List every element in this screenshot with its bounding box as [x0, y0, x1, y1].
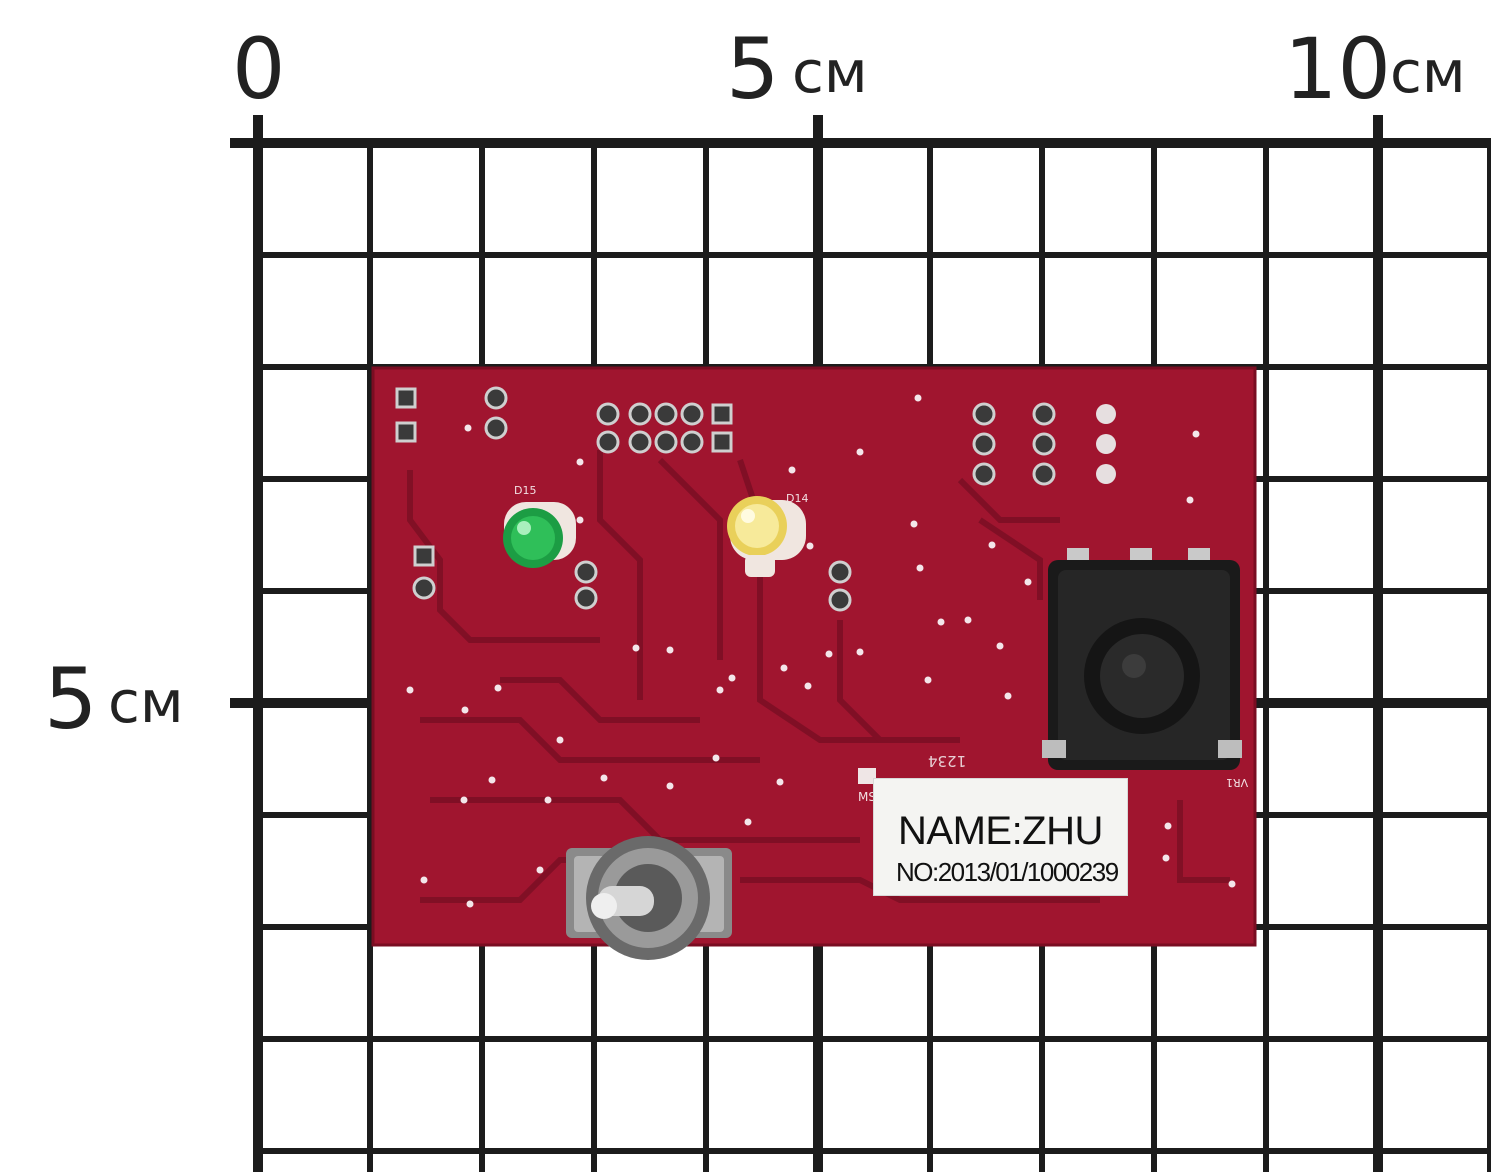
- pin: [413, 545, 435, 567]
- pin: [972, 462, 996, 486]
- header-pins: [395, 386, 1116, 612]
- via: [420, 876, 428, 884]
- via: [632, 644, 640, 652]
- silk-ms: MS: [858, 790, 876, 804]
- pin: [574, 560, 598, 584]
- led-green-d15: [503, 502, 576, 568]
- pin: [628, 430, 652, 454]
- via: [988, 541, 996, 549]
- silk-d15: D15: [514, 484, 537, 497]
- via: [910, 520, 918, 528]
- pin: [412, 576, 436, 600]
- via: [536, 866, 544, 874]
- pin: [484, 416, 508, 440]
- via: [461, 706, 469, 714]
- via: [716, 686, 724, 694]
- via: [576, 516, 584, 524]
- via: [556, 736, 564, 744]
- pin: [828, 560, 852, 584]
- silk-d14: D14: [786, 492, 809, 505]
- via: [1024, 578, 1032, 586]
- silk-vr1: VR1: [1226, 776, 1249, 789]
- ruler-top-five-number: 5: [726, 20, 780, 118]
- via: [937, 618, 945, 626]
- pin: [680, 430, 704, 454]
- via: [600, 774, 608, 782]
- via: [666, 646, 674, 654]
- ruler-top-zero: 0: [232, 20, 286, 118]
- pin: [972, 402, 996, 426]
- via: [488, 776, 496, 784]
- silk-1234: 1234: [928, 752, 967, 770]
- via: [856, 648, 864, 656]
- ruler-top-ten-number: 10: [1284, 20, 1391, 118]
- via: [964, 616, 972, 624]
- via: [806, 542, 814, 550]
- pin: [654, 402, 678, 426]
- via: [1228, 880, 1236, 888]
- pin-pad: [1096, 434, 1116, 454]
- via: [464, 424, 472, 432]
- pin: [574, 586, 598, 610]
- led-yellow-d14: [727, 496, 806, 577]
- via: [666, 782, 674, 790]
- sticker-name: NAME:ZHU: [898, 809, 1103, 853]
- pin: [395, 387, 417, 409]
- via: [856, 448, 864, 456]
- ruler-left-five-unit: см: [108, 668, 184, 736]
- product-sticker: NAME:ZHU NO:2013/01/1000239: [873, 778, 1128, 896]
- via: [460, 796, 468, 804]
- via: [466, 900, 474, 908]
- via: [788, 466, 796, 474]
- pin: [596, 430, 620, 454]
- via: [1004, 692, 1012, 700]
- via: [924, 676, 932, 684]
- pin-pad: [1096, 464, 1116, 484]
- pin: [628, 402, 652, 426]
- pin: [1032, 432, 1056, 456]
- pin: [596, 402, 620, 426]
- via: [780, 664, 788, 672]
- via: [1186, 496, 1194, 504]
- pin: [828, 588, 852, 612]
- pin: [972, 432, 996, 456]
- ruler-top-five-unit: см: [792, 38, 868, 106]
- via: [544, 796, 552, 804]
- pin: [711, 431, 733, 453]
- via: [576, 458, 584, 466]
- via: [1164, 822, 1172, 830]
- via: [776, 778, 784, 786]
- pin: [1032, 402, 1056, 426]
- via: [804, 682, 812, 690]
- pin: [395, 421, 417, 443]
- pin: [1032, 462, 1056, 486]
- via: [712, 754, 720, 762]
- via: [825, 650, 833, 658]
- toggle-switch: [566, 836, 732, 960]
- ruler-top-ten-unit: см: [1390, 38, 1466, 106]
- via: [406, 686, 414, 694]
- via: [916, 564, 924, 572]
- ruler-left-five-number: 5: [44, 650, 98, 748]
- potentiometer-vr1: [1042, 548, 1242, 770]
- logo-mark: [858, 768, 876, 784]
- sticker-number: NO:2013/01/1000239: [896, 857, 1119, 887]
- pin: [654, 430, 678, 454]
- via: [1162, 854, 1170, 862]
- via: [494, 684, 502, 692]
- pin: [484, 386, 508, 410]
- pin-pad: [1096, 404, 1116, 424]
- via: [1192, 430, 1200, 438]
- pin: [680, 402, 704, 426]
- via: [744, 818, 752, 826]
- via: [914, 394, 922, 402]
- pin: [711, 403, 733, 425]
- via: [996, 642, 1004, 650]
- via: [728, 674, 736, 682]
